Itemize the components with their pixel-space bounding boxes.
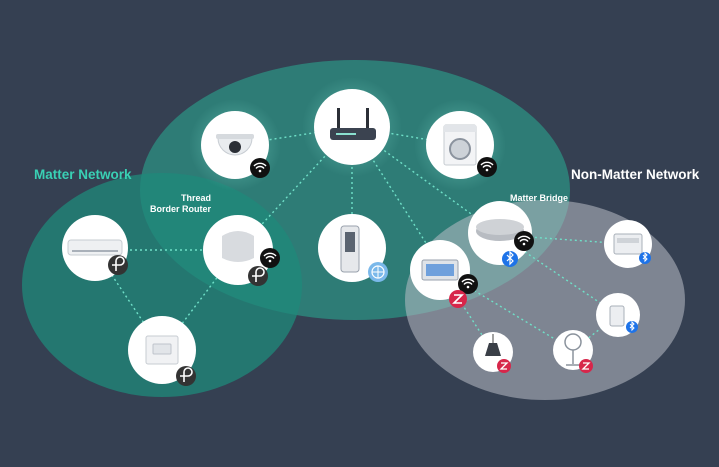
device-door-sensor (596, 293, 640, 337)
device-wifi-router (314, 89, 390, 165)
thread-icon (176, 366, 196, 386)
matter-bridge-label: Matter Bridge (510, 193, 569, 203)
ethernet-icon (368, 262, 388, 282)
wifi-icon (477, 157, 497, 177)
device-air-conditioner (62, 215, 128, 281)
device-thermostat (604, 220, 652, 268)
thread-icon (248, 266, 268, 286)
security-camera-icon (216, 134, 254, 156)
thread-border-router-line2: Border Router (150, 204, 212, 214)
device-matter-bridge-hub (468, 201, 534, 267)
device-control-panel (410, 240, 478, 308)
control-panel-icon (421, 259, 459, 281)
zigbee-icon (449, 290, 467, 308)
wifi-icon (458, 274, 478, 294)
device-smart-speaker (203, 215, 280, 286)
device-air-purifier (318, 214, 388, 282)
wall-switch-icon (145, 335, 179, 365)
fan-icon (564, 333, 582, 366)
zigbee-icon (579, 359, 593, 373)
thread-border-router-line1: Thread (181, 193, 212, 203)
non-matter-network-label: Non-Matter Network (571, 167, 700, 182)
device-wall-switch (128, 316, 196, 386)
device-washing-machine (426, 111, 497, 179)
device-pendant-lamp (473, 332, 513, 373)
thread-icon (108, 255, 128, 275)
wifi-icon (514, 231, 534, 251)
washing-machine-icon (443, 124, 477, 166)
matter-network-label: Matter Network (34, 167, 132, 182)
device-security-camera (201, 111, 270, 179)
wifi-icon (260, 248, 280, 268)
bluetooth-icon (639, 251, 651, 264)
wifi-router-icon (330, 108, 376, 140)
bluetooth-icon (626, 320, 638, 333)
air-purifier-icon (340, 225, 360, 273)
air-conditioner-icon (67, 239, 123, 256)
pendant-lamp-icon (485, 334, 501, 356)
bluetooth-icon (502, 250, 518, 267)
thermostat-icon (613, 233, 643, 255)
device-standing-fan (553, 330, 593, 373)
door-sensor-icon (609, 305, 625, 327)
smart-hub-icon (476, 219, 524, 241)
smart-speaker-icon (222, 231, 254, 262)
wifi-icon (250, 158, 270, 178)
zigbee-icon (497, 359, 511, 373)
thread-border-router-label: Thread Border Router (150, 193, 211, 215)
